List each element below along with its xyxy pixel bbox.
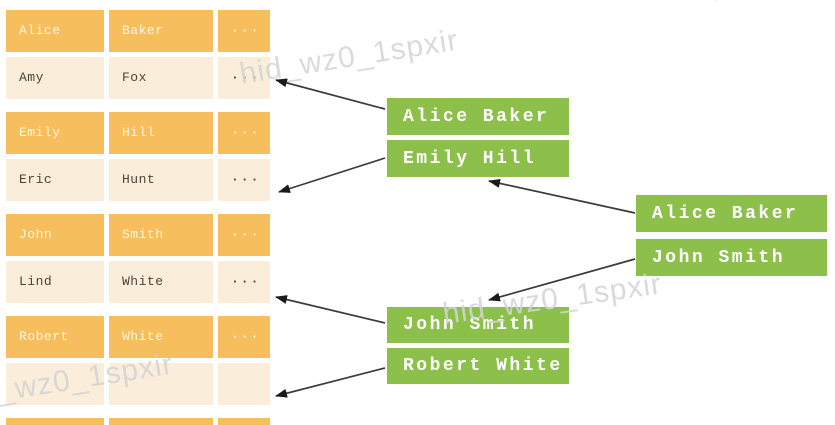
merged-record-box: John Smith xyxy=(387,307,569,343)
records-table: Alice Baker ··· Amy Fox ··· Emily Hill ·… xyxy=(6,10,270,425)
first-name-cell xyxy=(6,363,104,405)
arrow-mid-robert-white-to-row-empty xyxy=(275,367,386,398)
merged-record-box: Alice Baker xyxy=(636,195,827,232)
merged-record-box: John Smith xyxy=(636,239,827,276)
first-name-cell: Amy xyxy=(6,57,104,99)
more-cell: ··· xyxy=(218,261,270,303)
more-cell: ··· xyxy=(218,10,270,52)
more-cell: ··· xyxy=(218,214,270,256)
more-cell xyxy=(218,418,270,425)
arrow-mid-emily-hill-to-row-eric-hunt xyxy=(278,157,386,193)
more-cell: ··· xyxy=(218,57,270,99)
first-name-cell: Lind xyxy=(6,261,104,303)
last-name-cell: White xyxy=(109,261,213,303)
arrow-right-john-smith-to-mid-john-smith xyxy=(488,258,636,302)
table-row: John Smith ··· xyxy=(6,214,270,256)
first-name-cell: Robert xyxy=(6,316,104,358)
more-cell: ··· xyxy=(218,159,270,201)
arrow-mid-alice-baker-to-row-amy-fox xyxy=(275,78,386,110)
more-cell: ··· xyxy=(218,316,270,358)
last-name-cell: Hunt xyxy=(109,159,213,201)
last-name-cell xyxy=(109,363,213,405)
last-name-cell: Smith xyxy=(109,214,213,256)
merged-record-box: Robert White xyxy=(387,348,569,384)
table-row: Lind White ··· xyxy=(6,261,270,303)
watermark: hid_wz0_1spxir xyxy=(709,0,835,9)
table-row xyxy=(6,363,270,405)
last-name-cell: White xyxy=(109,316,213,358)
table-row: Emily Hill ··· xyxy=(6,112,270,154)
last-name-cell: Hill xyxy=(109,112,213,154)
table-row: Robert White ··· xyxy=(6,316,270,358)
arrow-mid-john-smith-to-row-lind-white xyxy=(275,295,386,324)
more-cell xyxy=(218,363,270,405)
more-cell: ··· xyxy=(218,112,270,154)
first-name-cell: John xyxy=(6,214,104,256)
arrow-right-alice-baker-to-mid-emily-hill xyxy=(488,178,636,214)
table-row: Eric Hunt ··· xyxy=(6,159,270,201)
merged-record-box: Emily Hill xyxy=(387,140,569,177)
merged-record-box: Alice Baker xyxy=(387,98,569,135)
last-name-cell xyxy=(109,418,213,425)
table-row: Amy Fox ··· xyxy=(6,57,270,99)
last-name-cell: Baker xyxy=(109,10,213,52)
first-name-cell xyxy=(6,418,104,425)
table-row: Alice Baker ··· xyxy=(6,10,270,52)
watermark: hid_wz0_1spxir xyxy=(237,23,461,91)
first-name-cell: Eric xyxy=(6,159,104,201)
first-name-cell: Emily xyxy=(6,112,104,154)
last-name-cell: Fox xyxy=(109,57,213,99)
table-row xyxy=(6,418,270,425)
first-name-cell: Alice xyxy=(6,10,104,52)
